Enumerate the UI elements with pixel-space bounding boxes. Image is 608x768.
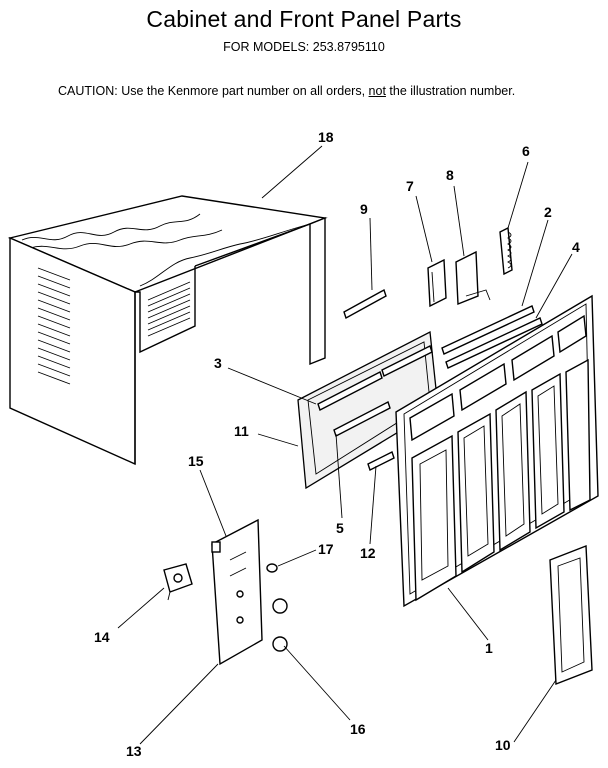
control-panel-part-15 [211, 518, 263, 666]
louver-strips-parts-2-4 [441, 305, 543, 369]
callout-8: 8 [446, 167, 454, 183]
knob-part-17 [266, 563, 278, 573]
callout-16: 16 [350, 721, 366, 737]
clip-part-6 [499, 226, 513, 276]
callout-1: 1 [485, 640, 493, 656]
front-panel-part-1 [395, 294, 599, 608]
caution-text: CAUTION: Use the Kenmore part number on … [58, 84, 369, 98]
support-bar-part-9 [343, 288, 387, 320]
callout-6: 6 [522, 143, 530, 159]
callout-15: 15 [188, 453, 204, 469]
filter-frame-part-11 [297, 330, 439, 490]
callout-13: 13 [126, 743, 142, 759]
caution-emphasis: not [368, 84, 386, 98]
bracket-part-8 [455, 250, 491, 306]
bracket-part-7 [427, 258, 447, 308]
callout-18: 18 [318, 129, 334, 145]
callout-5: 5 [336, 520, 344, 536]
cabinet-part-18 [7, 195, 328, 466]
strip-part-12 [367, 451, 395, 471]
leader-lines [117, 145, 573, 745]
switch-part-14 [163, 563, 193, 601]
callout-12: 12 [360, 545, 376, 561]
knobs-part-16 [272, 598, 288, 652]
model-number-line: FOR MODELS: 253.8795110 [223, 40, 385, 54]
callout-11: 11 [234, 423, 249, 439]
callout-numbers: 18 9 7 8 6 2 4 3 11 5 12 1 15 17 14 16 1… [94, 129, 580, 759]
page-title: Cabinet and Front Panel Parts [146, 6, 462, 32]
caution-text-end: the illustration number. [385, 84, 516, 98]
grille-door-part-10 [549, 544, 593, 686]
caution-note: CAUTION: Use the Kenmore part number on … [58, 84, 515, 98]
callout-9: 9 [360, 201, 368, 217]
callout-7: 7 [406, 178, 414, 194]
callout-14: 14 [94, 629, 110, 645]
callout-3: 3 [214, 355, 222, 371]
callout-4: 4 [572, 239, 580, 255]
callout-10: 10 [495, 737, 511, 753]
callout-17: 17 [318, 541, 334, 557]
callout-2: 2 [544, 204, 552, 220]
